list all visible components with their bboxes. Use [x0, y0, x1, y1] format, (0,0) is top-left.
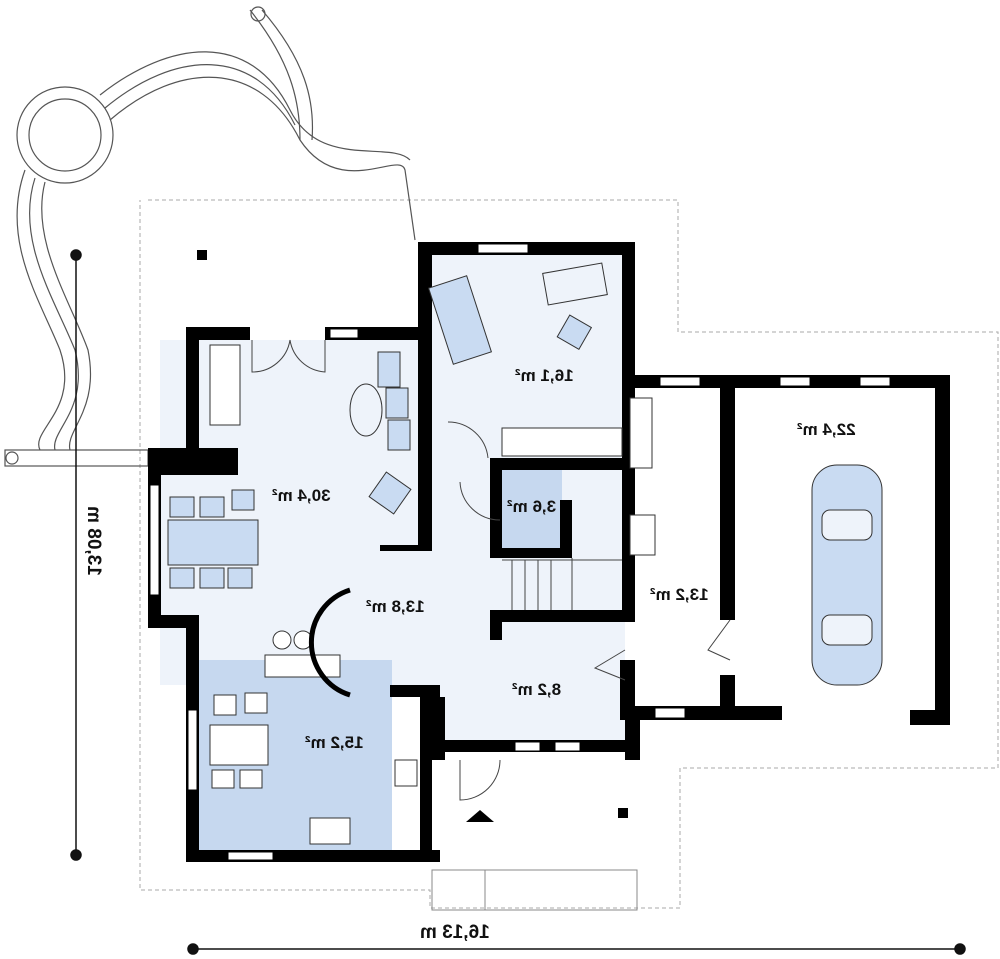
width-dimension: 16,13 m [420, 922, 490, 943]
room-area-living: 30,4 m² [272, 486, 331, 505]
doors-and-stairs [251, 339, 731, 801]
room-area-bathroom: 3,6 m² [507, 497, 557, 516]
terrace [431, 869, 638, 911]
depth-dimension: 13,08 m [82, 506, 104, 576]
room-area-bedroom: 16,1 m² [515, 366, 574, 385]
roof-outline [139, 199, 999, 909]
dimension-lines [70, 249, 966, 955]
markers [197, 250, 628, 822]
room-area-kitchen: 15,2 m² [305, 733, 364, 752]
room-area-hall: 13,8 m² [366, 597, 425, 616]
floors [160, 255, 935, 862]
room-area-vestibule: 8,2 m² [512, 680, 562, 699]
walls [148, 242, 950, 862]
room-area-garage: 22,4 m² [797, 420, 856, 439]
room-area-utility: 13,2 m² [650, 585, 709, 604]
windows [149, 243, 891, 861]
curved-wall [308, 587, 351, 698]
